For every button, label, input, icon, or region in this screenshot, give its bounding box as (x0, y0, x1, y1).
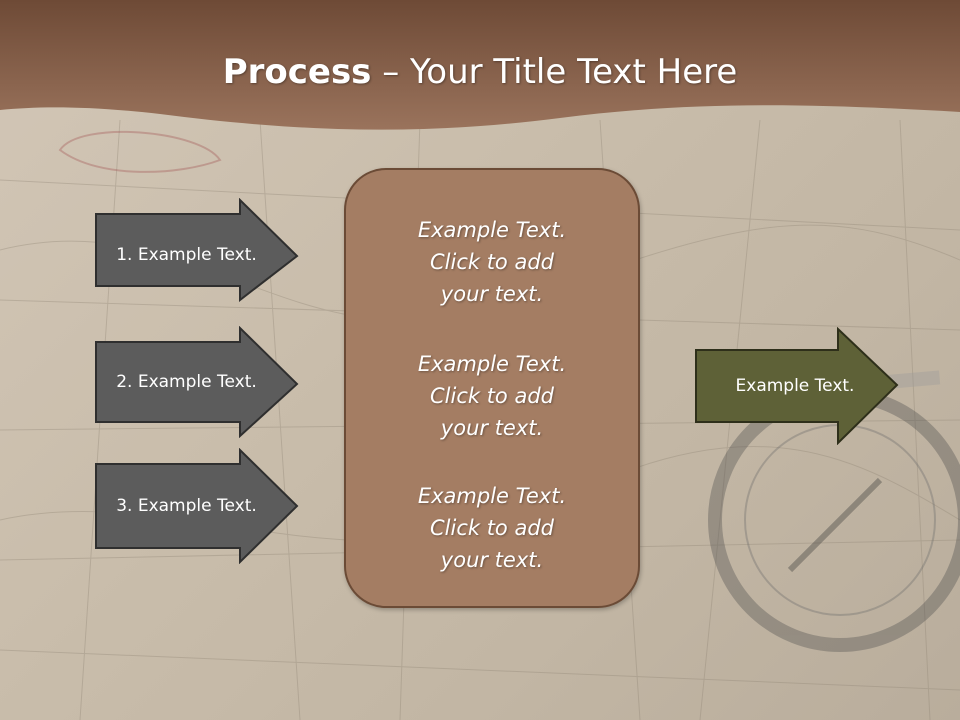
center-paragraph-1: Example Text. Click to add your text. (417, 218, 567, 306)
arrow-3-label: 3. Example Text. (116, 496, 257, 516)
arrow-1-label: 1. Example Text. (116, 245, 257, 265)
center-text-box[interactable]: Example Text. Click to add your text. Ex… (344, 168, 640, 608)
header-band (0, 0, 960, 130)
center-paragraph-2: Example Text. Click to add your text. (417, 352, 567, 440)
center-paragraph-3: Example Text. Click to add your text. (417, 484, 567, 572)
arrow-2-label: 2. Example Text. (116, 372, 257, 392)
arrow-2[interactable]: 2. Example Text. (94, 326, 300, 438)
title-bold: Process (222, 52, 372, 92)
slide-title: Process – Your Title Text Here (0, 52, 960, 92)
result-arrow[interactable]: Example Text. (694, 327, 900, 445)
arrow-3[interactable]: 3. Example Text. (94, 448, 300, 564)
arrow-1[interactable]: 1. Example Text. (94, 198, 300, 302)
title-rest: – Your Title Text Here (371, 52, 738, 92)
result-arrow-label: Example Text. (735, 376, 855, 396)
